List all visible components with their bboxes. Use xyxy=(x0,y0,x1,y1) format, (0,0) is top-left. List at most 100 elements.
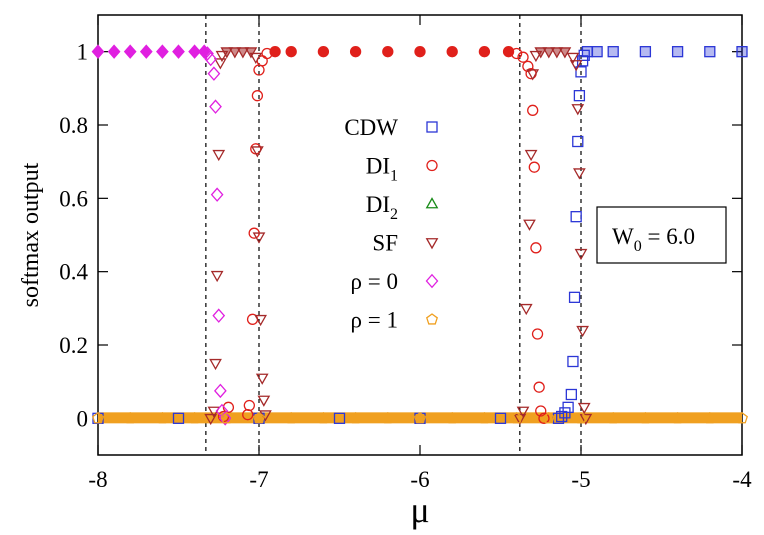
data-point-rho1 xyxy=(220,412,233,424)
data-point-DI1 xyxy=(535,405,547,417)
y-tick-label: 0.6 xyxy=(59,186,88,211)
y-axis-label: softmax output xyxy=(18,162,44,307)
x-tick-label: -4 xyxy=(732,467,752,492)
data-point-rho0 xyxy=(210,187,224,202)
data-point-CDW xyxy=(736,46,748,58)
data-point-SF xyxy=(212,149,226,162)
x-tick-label: -6 xyxy=(410,467,429,492)
data-point-rho0 xyxy=(139,44,153,59)
data-point-CDW xyxy=(172,412,185,424)
y-tick-label: 1 xyxy=(77,40,89,65)
data-point-CDW xyxy=(591,46,603,58)
data-point-rho0 xyxy=(156,44,169,59)
data-point-rho1 xyxy=(446,412,459,424)
data-point-rho0 xyxy=(201,46,214,61)
data-point-DI1 xyxy=(478,46,491,58)
data-point-DI1 xyxy=(538,412,550,424)
legend-label-rho1: ρ = 1 xyxy=(351,308,398,333)
series-layer xyxy=(91,44,748,426)
legend-marker-rho1 xyxy=(426,313,438,325)
data-point-rho1 xyxy=(575,412,587,424)
annotation-text: W0 = 6.0 xyxy=(612,224,695,255)
data-point-rho1 xyxy=(285,412,298,424)
x-tick-label: -5 xyxy=(571,467,590,492)
series-DI1 xyxy=(217,46,550,424)
data-point-CDW xyxy=(494,412,507,424)
data-point-SF xyxy=(255,373,269,385)
data-point-rho0 xyxy=(91,44,105,59)
data-point-CDW xyxy=(572,135,584,148)
data-point-DI1 xyxy=(533,381,545,393)
data-point-SF xyxy=(529,50,543,63)
data-point-DI1 xyxy=(510,47,523,60)
vertical-reference-lines xyxy=(205,15,582,455)
data-point-rho1 xyxy=(639,412,652,424)
legend-marker-DI1 xyxy=(426,159,438,172)
data-point-rho0 xyxy=(213,383,227,399)
data-point-CDW xyxy=(565,388,577,401)
series-rho0 xyxy=(91,44,232,426)
data-point-SF xyxy=(236,47,250,59)
data-point-rho0 xyxy=(207,66,221,81)
data-point-rho1 xyxy=(253,412,265,424)
data-point-SF xyxy=(534,47,548,59)
legend-marker-SF xyxy=(425,238,439,250)
data-point-CDW xyxy=(639,46,652,58)
y-tick-label: 0.2 xyxy=(59,333,88,358)
data-point-rho1 xyxy=(124,412,137,424)
data-point-DI1 xyxy=(269,46,281,58)
data-point-SF xyxy=(577,402,591,415)
data-point-rho1 xyxy=(736,412,748,424)
data-point-DI1 xyxy=(530,242,542,254)
data-point-SF xyxy=(257,395,271,407)
data-point-rho0 xyxy=(123,44,137,59)
data-point-SF xyxy=(209,358,222,371)
data-point-CDW xyxy=(333,412,346,424)
data-point-SF xyxy=(519,303,533,316)
data-point-SF xyxy=(210,270,224,283)
data-point-CDW xyxy=(607,46,619,58)
data-point-CDW xyxy=(578,49,590,61)
data-point-CDW xyxy=(568,291,581,303)
y-tick-label: 0.8 xyxy=(59,113,88,138)
legend-label-rho0: ρ = 0 xyxy=(351,269,398,294)
legend-label-SF: SF xyxy=(372,231,398,256)
data-point-rho0 xyxy=(172,44,185,59)
data-point-SF xyxy=(204,413,218,426)
data-point-rho0 xyxy=(212,308,226,323)
data-point-rho1 xyxy=(478,412,491,424)
data-point-CDW xyxy=(575,66,587,78)
data-point-SF xyxy=(542,47,556,59)
series-rho1 xyxy=(92,412,748,424)
data-point-SF xyxy=(220,47,234,59)
data-point-SF xyxy=(254,314,267,327)
x-axis-label: μ xyxy=(410,490,429,530)
data-point-rho1 xyxy=(381,412,394,424)
data-point-rho1 xyxy=(607,412,620,424)
data-point-DI1 xyxy=(243,399,255,412)
data-point-DI1 xyxy=(382,46,394,58)
x-tick-label: -8 xyxy=(88,467,107,492)
data-point-SF xyxy=(550,47,564,59)
data-point-DI1 xyxy=(349,46,362,58)
data-point-rho1 xyxy=(510,412,523,424)
data-point-rho1 xyxy=(92,412,104,424)
y-tick-label: 0 xyxy=(77,406,89,431)
data-point-CDW xyxy=(671,46,684,58)
data-point-SF xyxy=(516,406,530,418)
data-point-SF xyxy=(251,146,264,158)
data-point-rho1 xyxy=(188,412,201,424)
data-point-rho1 xyxy=(156,412,169,424)
annotation-box: W0 = 6.0 xyxy=(596,206,727,264)
data-point-CDW xyxy=(556,410,568,423)
data-point-DI1 xyxy=(527,104,539,116)
legend-label-CDW: CDW xyxy=(344,115,398,140)
x-tick-label: -7 xyxy=(249,467,268,492)
data-point-SF xyxy=(213,58,227,70)
data-point-SF xyxy=(576,325,589,338)
zero-band xyxy=(98,412,742,424)
data-point-SF xyxy=(571,104,585,116)
legend-label-DI2: DI2 xyxy=(366,192,398,223)
data-point-rho0 xyxy=(107,44,121,59)
